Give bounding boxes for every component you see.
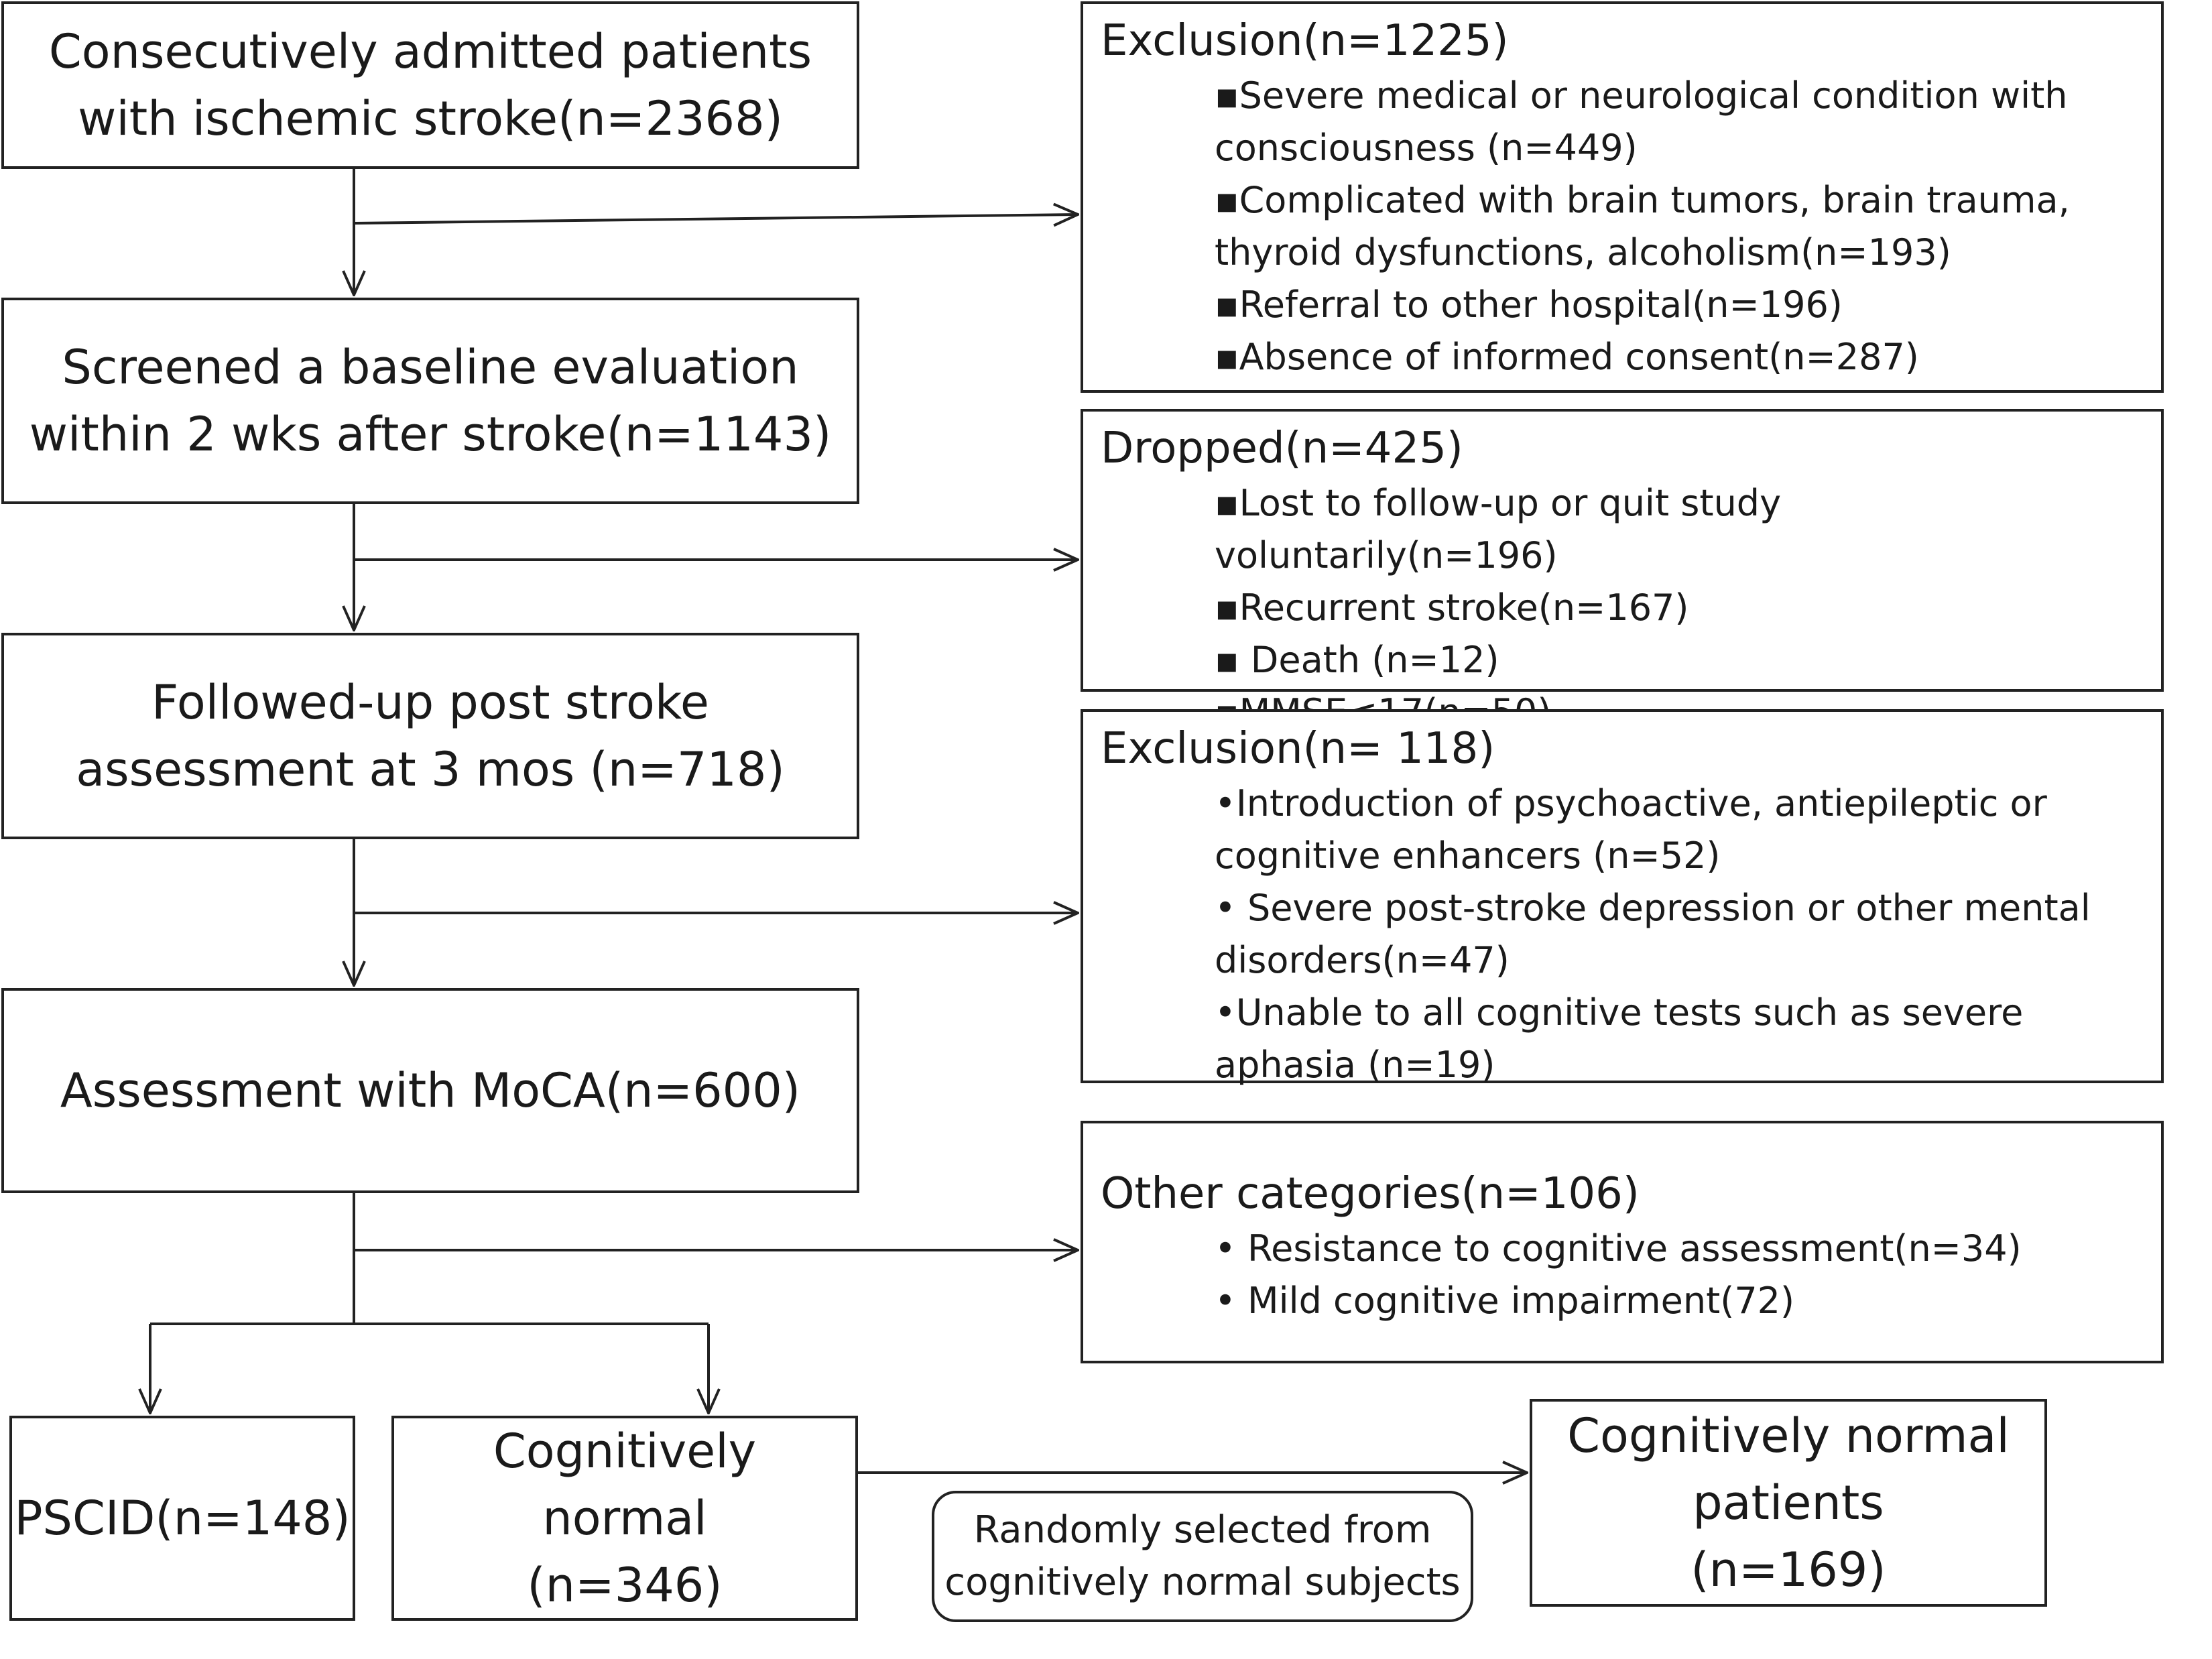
moca-text: Assessment with MoCA(n=600) xyxy=(60,1063,801,1118)
exclusion1-title: Exclusion(n=1225) xyxy=(1101,16,1509,66)
normal-selected-box: Cognitively normal patients (n=169) xyxy=(1530,1399,2047,1607)
followed-box: Followed-up post stroke assessment at 3 … xyxy=(1,633,859,839)
admitted-text: Consecutively admitted patients with isc… xyxy=(48,24,812,146)
exclusion2-item: •Introduction of psychoactive, antiepile… xyxy=(1215,782,2047,877)
dropped-box: Dropped(n=425) ▪Lost to follow-up or qui… xyxy=(1081,409,2164,733)
exclusion1-item: ▪Referral to other hospital(n=196) xyxy=(1215,284,1843,326)
normal-selected-text: Cognitively normal patients (n=169) xyxy=(1567,1408,2010,1597)
dropped-title: Dropped(n=425) xyxy=(1101,424,1463,473)
normal-box: Cognitively normal (n=346) xyxy=(391,1416,858,1621)
other-title: Other categories(n=106) xyxy=(1101,1169,1640,1219)
pscid-text: PSCID(n=148) xyxy=(14,1491,351,1546)
random-selection-text: Randomly selected from cognitively norma… xyxy=(944,1508,1461,1604)
screened-box: Screened a baseline evaluation within 2 … xyxy=(1,298,859,504)
exclusion1-box: Exclusion(n=1225) ▪Severe medical or neu… xyxy=(1081,1,2164,393)
pscid-box: PSCID(n=148) xyxy=(9,1416,355,1621)
dropped-item: ▪Recurrent stroke(n=167) xyxy=(1215,587,1689,629)
dropped-item: ▪Lost to follow-up or quit study volunta… xyxy=(1215,482,1782,576)
admitted-box: Consecutively admitted patients with isc… xyxy=(1,1,859,169)
other-item: • Mild cognitive impairment(72) xyxy=(1215,1280,1795,1322)
arrow-to-exclusion1 xyxy=(353,214,1078,223)
exclusion2-box: Exclusion(n= 118) •Introduction of psych… xyxy=(1081,709,2164,1086)
exclusion1-item: ▪Complicated with brain tumors, brain tr… xyxy=(1215,179,2070,273)
dropped-item: ▪ Death (n=12) xyxy=(1215,639,1499,681)
screened-text: Screened a baseline evaluation within 2 … xyxy=(29,340,832,462)
exclusion2-item: • Severe post-stroke depression or other… xyxy=(1215,887,2091,981)
followed-text: Followed-up post stroke assessment at 3 … xyxy=(76,675,785,797)
exclusion2-title: Exclusion(n= 118) xyxy=(1101,724,1495,774)
moca-box: Assessment with MoCA(n=600) xyxy=(1,988,859,1193)
other-categories-box: Other categories(n=106) • Resistance to … xyxy=(1081,1121,2164,1363)
random-selection-note: Randomly selected from cognitively norma… xyxy=(932,1491,1473,1622)
exclusion1-item: ▪Absence of informed consent(n=287) xyxy=(1215,336,1919,378)
exclusion2-item: •Unable to all cognitive tests such as s… xyxy=(1215,991,2024,1086)
other-item: • Resistance to cognitive assessment(n=3… xyxy=(1215,1227,2022,1270)
normal-text: Cognitively normal (n=346) xyxy=(493,1424,757,1613)
exclusion1-item: ▪Severe medical or neurological conditio… xyxy=(1215,74,2068,169)
